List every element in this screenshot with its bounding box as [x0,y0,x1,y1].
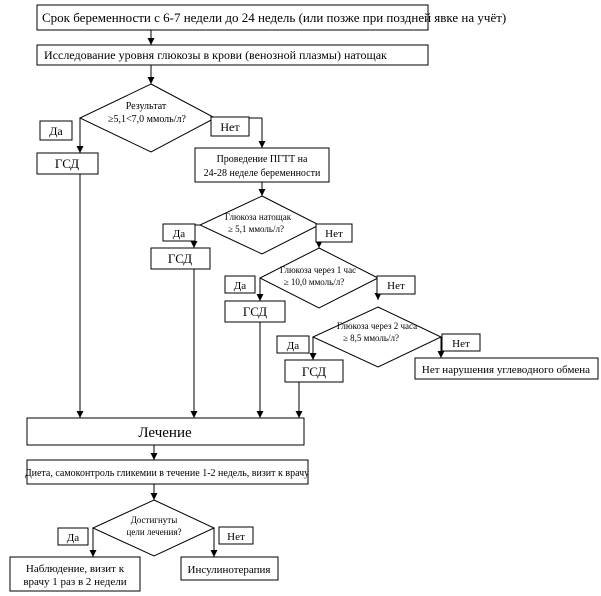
fasting-test-box: Исследование уровня глюкозы в крови (вен… [36,44,429,66]
svg-text:Глюкоза через 2 часа: Глюкоза через 2 часа [337,321,417,331]
start-box: Срок беременности с 6-7 недели до 24 нед… [36,4,506,31]
gsd-box-1: ГСД [36,152,99,175]
decision-glucose-2h: Глюкоза через 2 часа ≥ 8,5 ммоль/л? [311,306,443,368]
decision-goals-achieved: Достигнуты цели лечения? [91,499,216,557]
treatment-box: Лечение [26,417,305,446]
no-label-2: Нет [315,223,353,243]
svg-text:Нет нарушения углеводного обме: Нет нарушения углеводного обмена [422,364,590,376]
decision-result-line1: Результат [126,101,167,112]
start-text: Срок беременности с 6-7 недели до 24 нед… [42,10,506,25]
svg-text:Нет: Нет [452,338,470,350]
svg-text:Достигнуты: Достигнуты [131,515,178,525]
decision-glucose-1h: Глюкоза через 1 час ≥ 10,0 ммоль/л? [258,247,380,309]
yes-label-1: Да [39,120,73,141]
no-label-3: Нет [376,275,416,295]
svg-text:Да: Да [67,532,80,544]
svg-text:Инсулинотерапия: Инсулинотерапия [188,564,271,576]
svg-text:врачу 1 раз в 2 недели: врачу 1 раз в 2 недели [23,576,126,588]
fasting-test-text: Исследование уровня глюкозы в крови (вен… [44,48,387,62]
no-disorder-box: Нет нарушения углеводного обмена [414,357,599,380]
svg-text:≥ 8,5 ммоль/л?: ≥ 8,5 ммоль/л? [343,333,399,343]
svg-text:Нет: Нет [227,531,245,543]
svg-text:Да: Да [49,124,63,138]
insulin-box: Инсулинотерапия [180,556,279,581]
svg-text:Нет: Нет [220,120,240,134]
gsd-box-3: ГСД [224,300,286,323]
svg-text:Диета, самоконтроль гликемии в: Диета, самоконтроль гликемии в течение 1… [25,468,309,479]
svg-text:≥ 10,0 ммоль/л?: ≥ 10,0 ммоль/л? [284,277,345,287]
svg-text:Да: Да [234,280,247,292]
diet-box: Диета, самоконтроль гликемии в течение 1… [25,459,309,485]
svg-text:Наблюдение, визит к: Наблюдение, визит к [26,563,125,575]
svg-text:цели лечения?: цели лечения? [127,527,182,537]
svg-text:Да: Да [173,228,186,240]
pgtt-line1: Проведение ПГТТ на [217,154,308,165]
decision-result-line2: ≥5,1<7,0 ммоль/л? [108,114,186,125]
yes-label-5: Да [57,527,89,546]
svg-text:Нет: Нет [325,228,343,240]
pgtt-line2: 24-28 неделе беременности [204,168,321,179]
svg-text:Глюкоза натощак: Глюкоза натощак [225,212,292,222]
gsd-box-2: ГСД [150,247,211,270]
svg-text:Глюкоза через 1 час: Глюкоза через 1 час [280,265,356,275]
no-label-4: Нет [441,333,481,352]
yes-label-3: Да [224,275,256,294]
svg-text:ГСД: ГСД [55,156,79,171]
svg-text:ГСД: ГСД [243,304,267,319]
yes-label-2: Да [162,223,196,242]
gsd-box-4: ГСД [284,359,344,383]
decision-result: Результат ≥5,1<7,0 ммоль/л? [78,83,217,153]
no-label-1: Нет [210,116,250,137]
svg-text:≥ 5,1 ммоль/л?: ≥ 5,1 ммоль/л? [228,224,284,234]
svg-text:Лечение: Лечение [138,425,192,441]
svg-text:Да: Да [287,340,300,352]
observation-box: Наблюдение, визит к врачу 1 раз в 2 неде… [9,556,141,592]
pgtt-box: Проведение ПГТТ на 24-28 неделе беременн… [194,147,330,183]
no-label-5: Нет [218,526,254,545]
decision-fasting-glucose: Глюкоза натощак ≥ 5,1 ммоль/л? [198,195,321,255]
svg-text:ГСД: ГСД [168,251,192,266]
svg-text:Нет: Нет [387,280,405,292]
yes-label-4: Да [276,335,310,354]
svg-text:ГСД: ГСД [302,364,326,379]
